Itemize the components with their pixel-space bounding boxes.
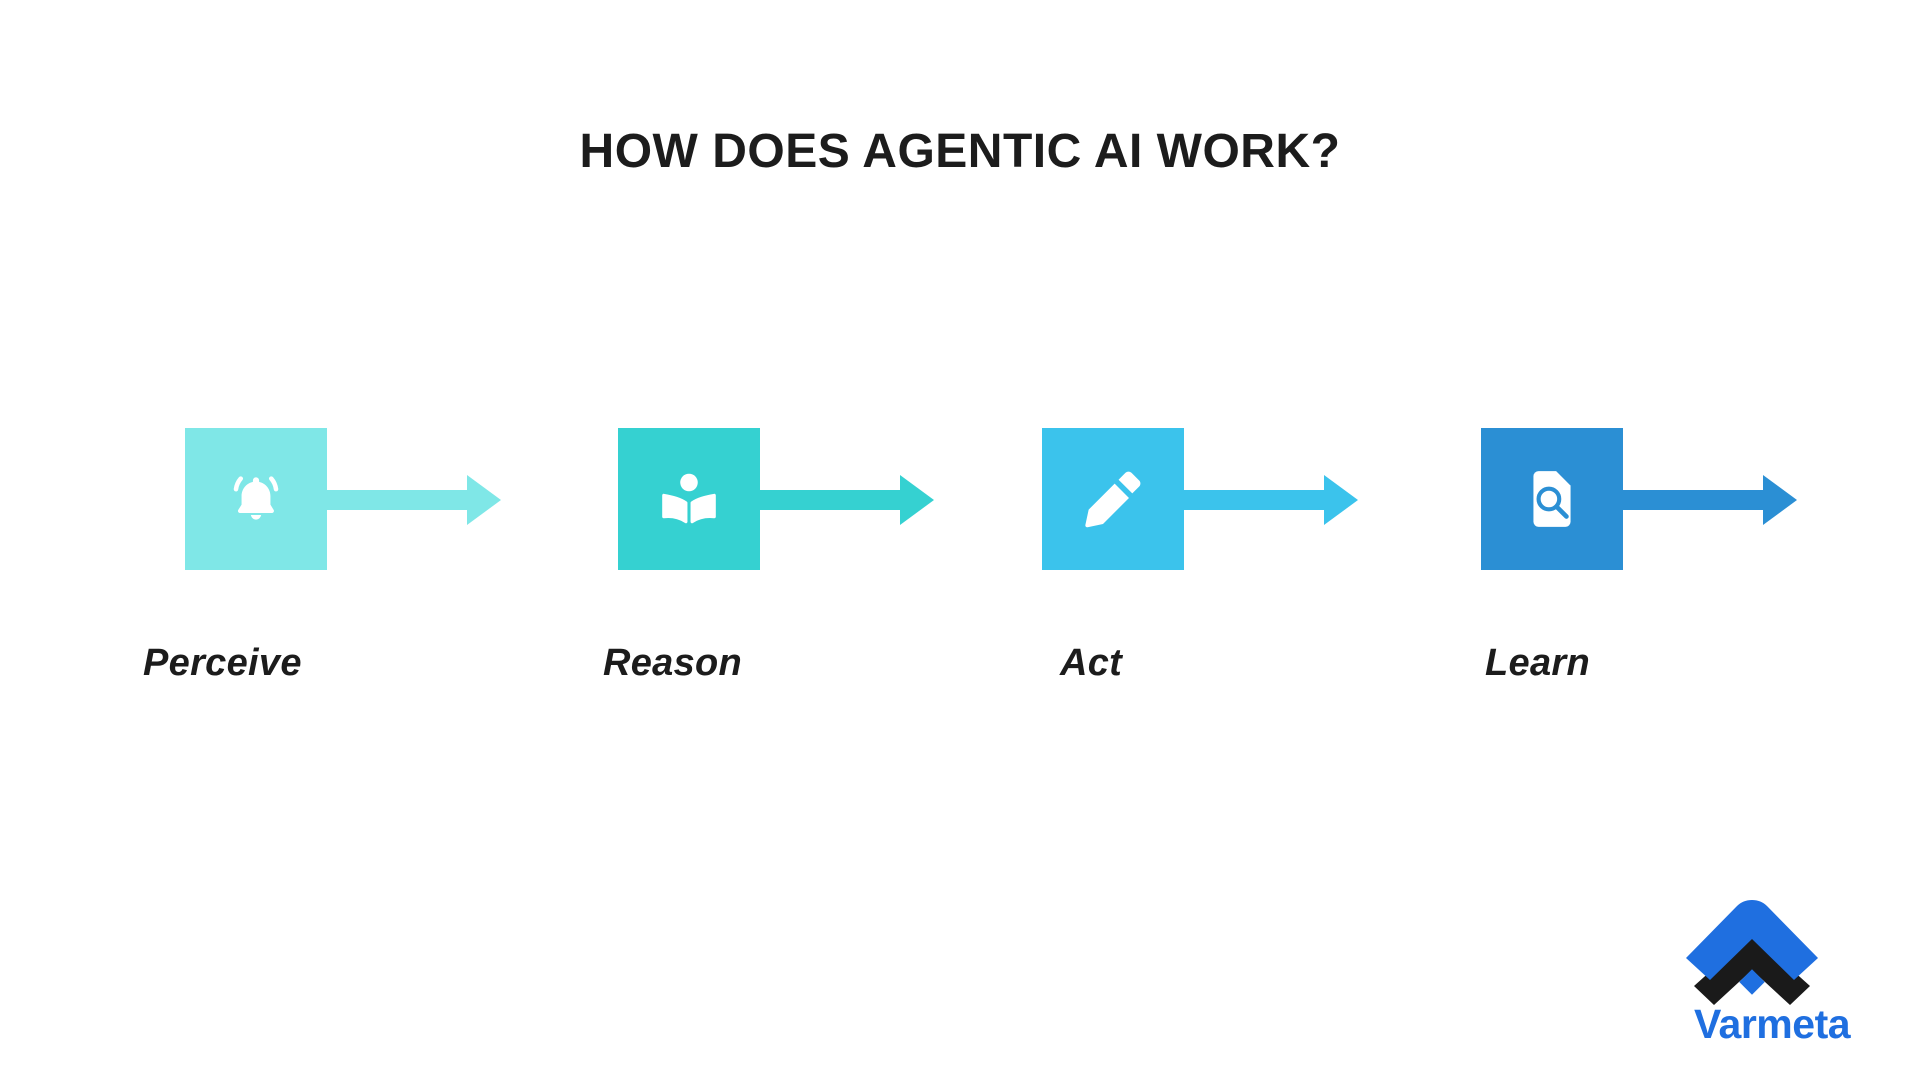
step-label-learn: Learn bbox=[1485, 642, 1590, 684]
step-icon-box-perceive[interactable] bbox=[185, 428, 327, 570]
document-search-icon bbox=[1533, 471, 1571, 527]
page-title: HOW DOES AGENTIC AI WORK? bbox=[579, 125, 1341, 178]
varmeta-logo[interactable]: Varmeta bbox=[1672, 900, 1872, 1060]
flow-step-reason[interactable] bbox=[618, 428, 948, 574]
pencil-icon bbox=[1085, 471, 1141, 528]
step-icon-box-learn[interactable] bbox=[1481, 428, 1623, 570]
flow-step-act[interactable] bbox=[1042, 428, 1372, 574]
step-label-act: Act bbox=[1060, 642, 1123, 684]
step-label-reason: Reason bbox=[603, 642, 743, 684]
varmeta-wordmark: Varmeta bbox=[1693, 1001, 1851, 1047]
flow-step-learn[interactable] bbox=[1481, 428, 1811, 574]
step-label-perceive: Perceive bbox=[143, 642, 302, 684]
bell-icon bbox=[233, 476, 279, 520]
flow-step-perceive[interactable] bbox=[185, 428, 515, 574]
varmeta-chevron-logo-icon bbox=[1686, 900, 1818, 1005]
person-reading-book-icon bbox=[662, 473, 716, 524]
step-icon-box-act[interactable] bbox=[1042, 428, 1184, 570]
step-icon-box-reason[interactable] bbox=[618, 428, 760, 570]
agentic-ai-flow bbox=[0, 428, 1920, 574]
